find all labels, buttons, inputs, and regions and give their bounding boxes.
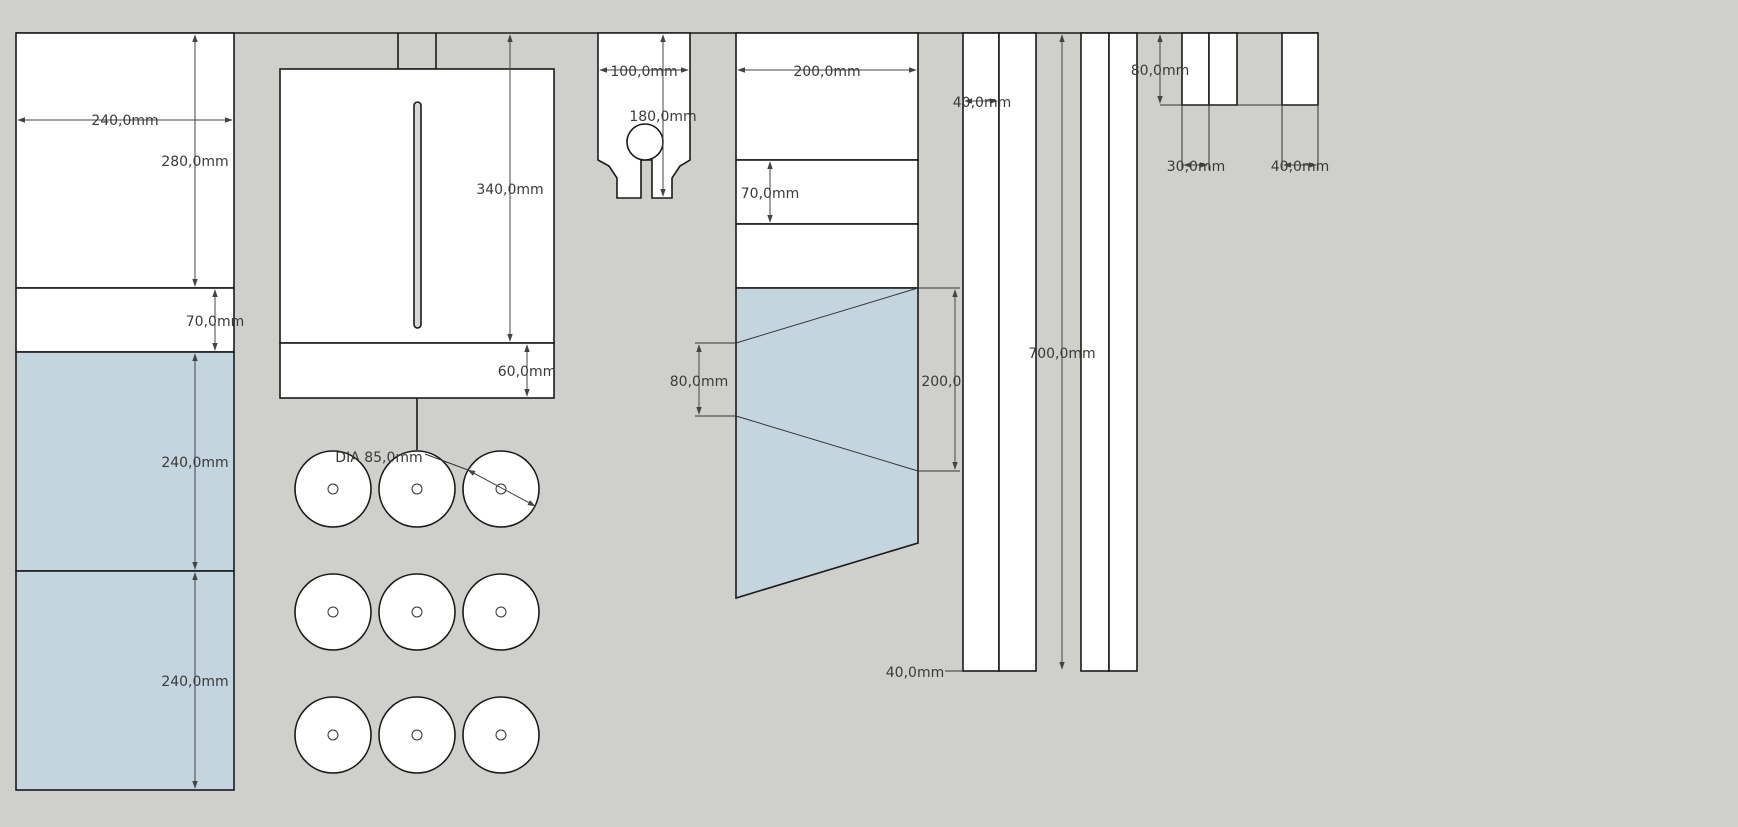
disc [378,573,456,651]
sloped-box: 200,0mm 70,0mm 80,0mm 200,0mm [670,32,989,600]
disc [378,450,456,528]
slats: 40,0mm 700,0mm 40,0mm [886,32,1138,681]
dim-slat-width-bottom: 40,0mm [886,665,944,681]
slat [1108,32,1138,672]
dim-box-strip: 70,0mm [741,186,799,202]
disc [462,450,540,528]
disc-grid: DIA 85,0mm [294,450,540,774]
left-panel: 240,0mm 280,0mm 70,0mm 240,0mm 240,0mm [15,32,244,791]
disc [378,696,456,774]
dim-bracket-height: 180,0mm [629,109,696,125]
bracket: 100,0mm 180,0mm [597,32,697,199]
disc [462,696,540,774]
dim-disc-diameter-line [467,469,536,507]
dim-slat-width-top: 40,0mm [953,95,1011,111]
box-strip-face [735,159,919,225]
blocks: 80,0mm 30,0mm 40,0mm [1131,32,1329,175]
bracket-hole [626,123,664,161]
board-slot [413,101,422,329]
dim-panel-top-height: 280,0mm [161,154,228,170]
dim-disc-diameter: DIA 85,0mm [335,450,422,466]
dim-block-small-width: 30,0mm [1167,159,1225,175]
disc [294,450,372,528]
board-strip-face [279,342,555,399]
board-connector [397,33,437,70]
slotted-board: 340,0mm 60,0mm [279,33,556,450]
dim-box-width: 200,0mm [793,64,860,80]
box-mid-face [735,223,919,289]
dim-panel-blue-lower: 240,0mm [161,674,228,690]
dim-panel-strip-height: 70,0mm [186,314,244,330]
block-large [1281,32,1319,106]
box-slope-upper [735,287,919,344]
slat [962,32,1000,672]
disc [294,696,372,774]
disc [462,573,540,651]
dim-bracket-width: 100,0mm [610,64,677,80]
dim-box-offset: 80,0mm [670,374,728,390]
dim-board-strip: 60,0mm [498,364,556,380]
box-slope-lower [735,415,919,472]
dim-block-height: 80,0mm [1131,63,1189,79]
dim-disc-leader [424,453,469,471]
slat [998,32,1037,672]
block-small [1208,32,1238,106]
bracket-outline [597,32,691,199]
disc [294,573,372,651]
dim-block-large-width: 40,0mm [1271,159,1329,175]
dim-panel-blue-upper: 240,0mm [161,455,228,471]
dim-board-height: 340,0mm [476,182,543,198]
slat [1080,32,1110,672]
dim-panel-width: 240,0mm [91,113,158,129]
panel-strip-face [15,287,235,353]
dim-slat-length: 700,0mm [1028,346,1095,362]
box-top-face [735,32,919,161]
